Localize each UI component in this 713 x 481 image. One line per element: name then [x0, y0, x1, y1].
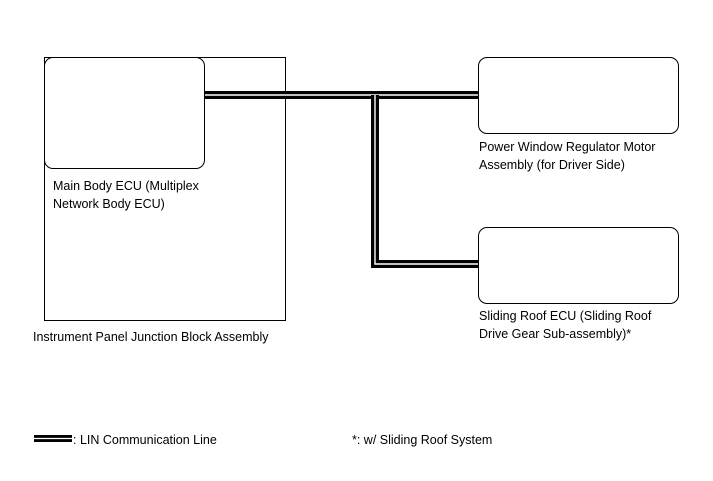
main-body-ecu-label: Main Body ECU (Multiplex Network Body EC… [53, 179, 199, 211]
sliding-roof-ecu-box [478, 227, 679, 304]
lin-line-branch-to-sliding-roof [371, 95, 478, 268]
sliding-roof-label: Sliding Roof ECU (Sliding Roof Drive Gea… [479, 309, 652, 341]
footnote: *: w/ Sliding Roof System [352, 433, 493, 447]
lin-line-legend-label: : LIN Communication Line [73, 433, 217, 447]
power-window-label: Power Window Regulator Motor Assembly (f… [479, 140, 656, 172]
main-body-ecu-box [44, 57, 205, 169]
junction-block-label: Instrument Panel Junction Block Assembly [33, 330, 269, 344]
power-window-regulator-box [478, 57, 679, 134]
